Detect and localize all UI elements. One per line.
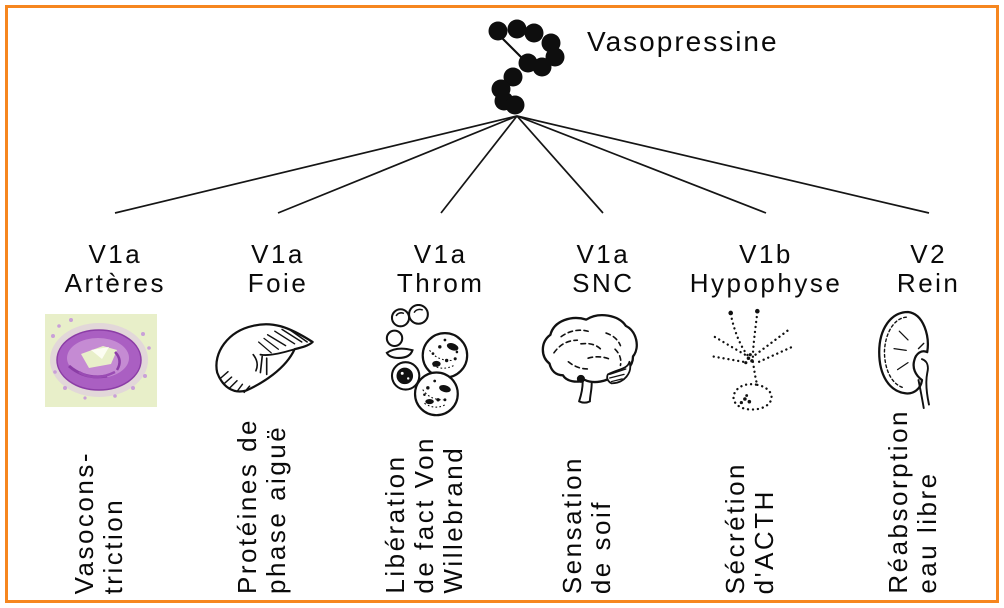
effect-label: Réabsorption eau libre	[882, 409, 942, 594]
column-v1a-arteres: V1a Artères	[34, 240, 197, 594]
receptor-target: Foie	[247, 268, 309, 298]
column-v1b-hypophyse: V1b Hypophyse	[685, 240, 848, 595]
column-v1a-foie: V1a Foie Proté	[197, 240, 360, 594]
brain-drawing-image	[536, 302, 642, 418]
receptor-header: V1a Artères	[65, 240, 166, 302]
receptor-target: Throm	[396, 268, 485, 298]
pituitary-drawing-image	[704, 302, 800, 418]
column-v1a-snc: V1a SNC	[522, 240, 685, 594]
column-v2-rein: V2 Rein Réabsorption	[847, 240, 1004, 594]
receptor-name: V1a	[88, 239, 143, 269]
effect-label: Protéines de phase aiguë	[231, 418, 291, 594]
receptor-target: Hypophyse	[689, 268, 843, 298]
platelets-drawing-image	[380, 302, 474, 418]
receptor-target: Rein	[896, 268, 961, 298]
receptor-header: V2 Rein	[897, 240, 960, 302]
receptor-name: V1a	[251, 239, 305, 269]
kidney-drawing-image	[873, 302, 957, 418]
receptor-target: Artères	[64, 268, 166, 298]
receptor-columns: V1a Artères	[34, 240, 1004, 594]
effect-label: Sécrétion d'ACTH	[719, 461, 779, 594]
receptor-name: V1a	[413, 239, 468, 269]
receptor-header: V1b Hypophyse	[690, 240, 843, 302]
diagram-title: Vasopressine	[587, 26, 779, 57]
receptor-header: V1a Throm	[397, 240, 485, 302]
receptor-header: V1a SNC	[572, 240, 634, 302]
receptor-name: V2	[910, 239, 948, 269]
liver-drawing-image	[210, 302, 318, 418]
effect-label: Vasocons- triction	[69, 450, 129, 594]
vasopressine-molecule-icon	[488, 19, 565, 115]
effect-label: Sensation de soif	[557, 455, 617, 594]
receptor-target: SNC	[572, 268, 635, 298]
receptor-header: V1a Foie	[248, 240, 309, 302]
column-v1a-throm: V1a Throm	[359, 240, 522, 595]
receptor-name: V1b	[739, 239, 793, 269]
artery-histology-image	[45, 302, 158, 418]
receptor-name: V1a	[576, 239, 631, 269]
effect-label: Libération de fact Von Willebrand	[380, 436, 469, 594]
diagram-border-frame	[5, 5, 999, 603]
